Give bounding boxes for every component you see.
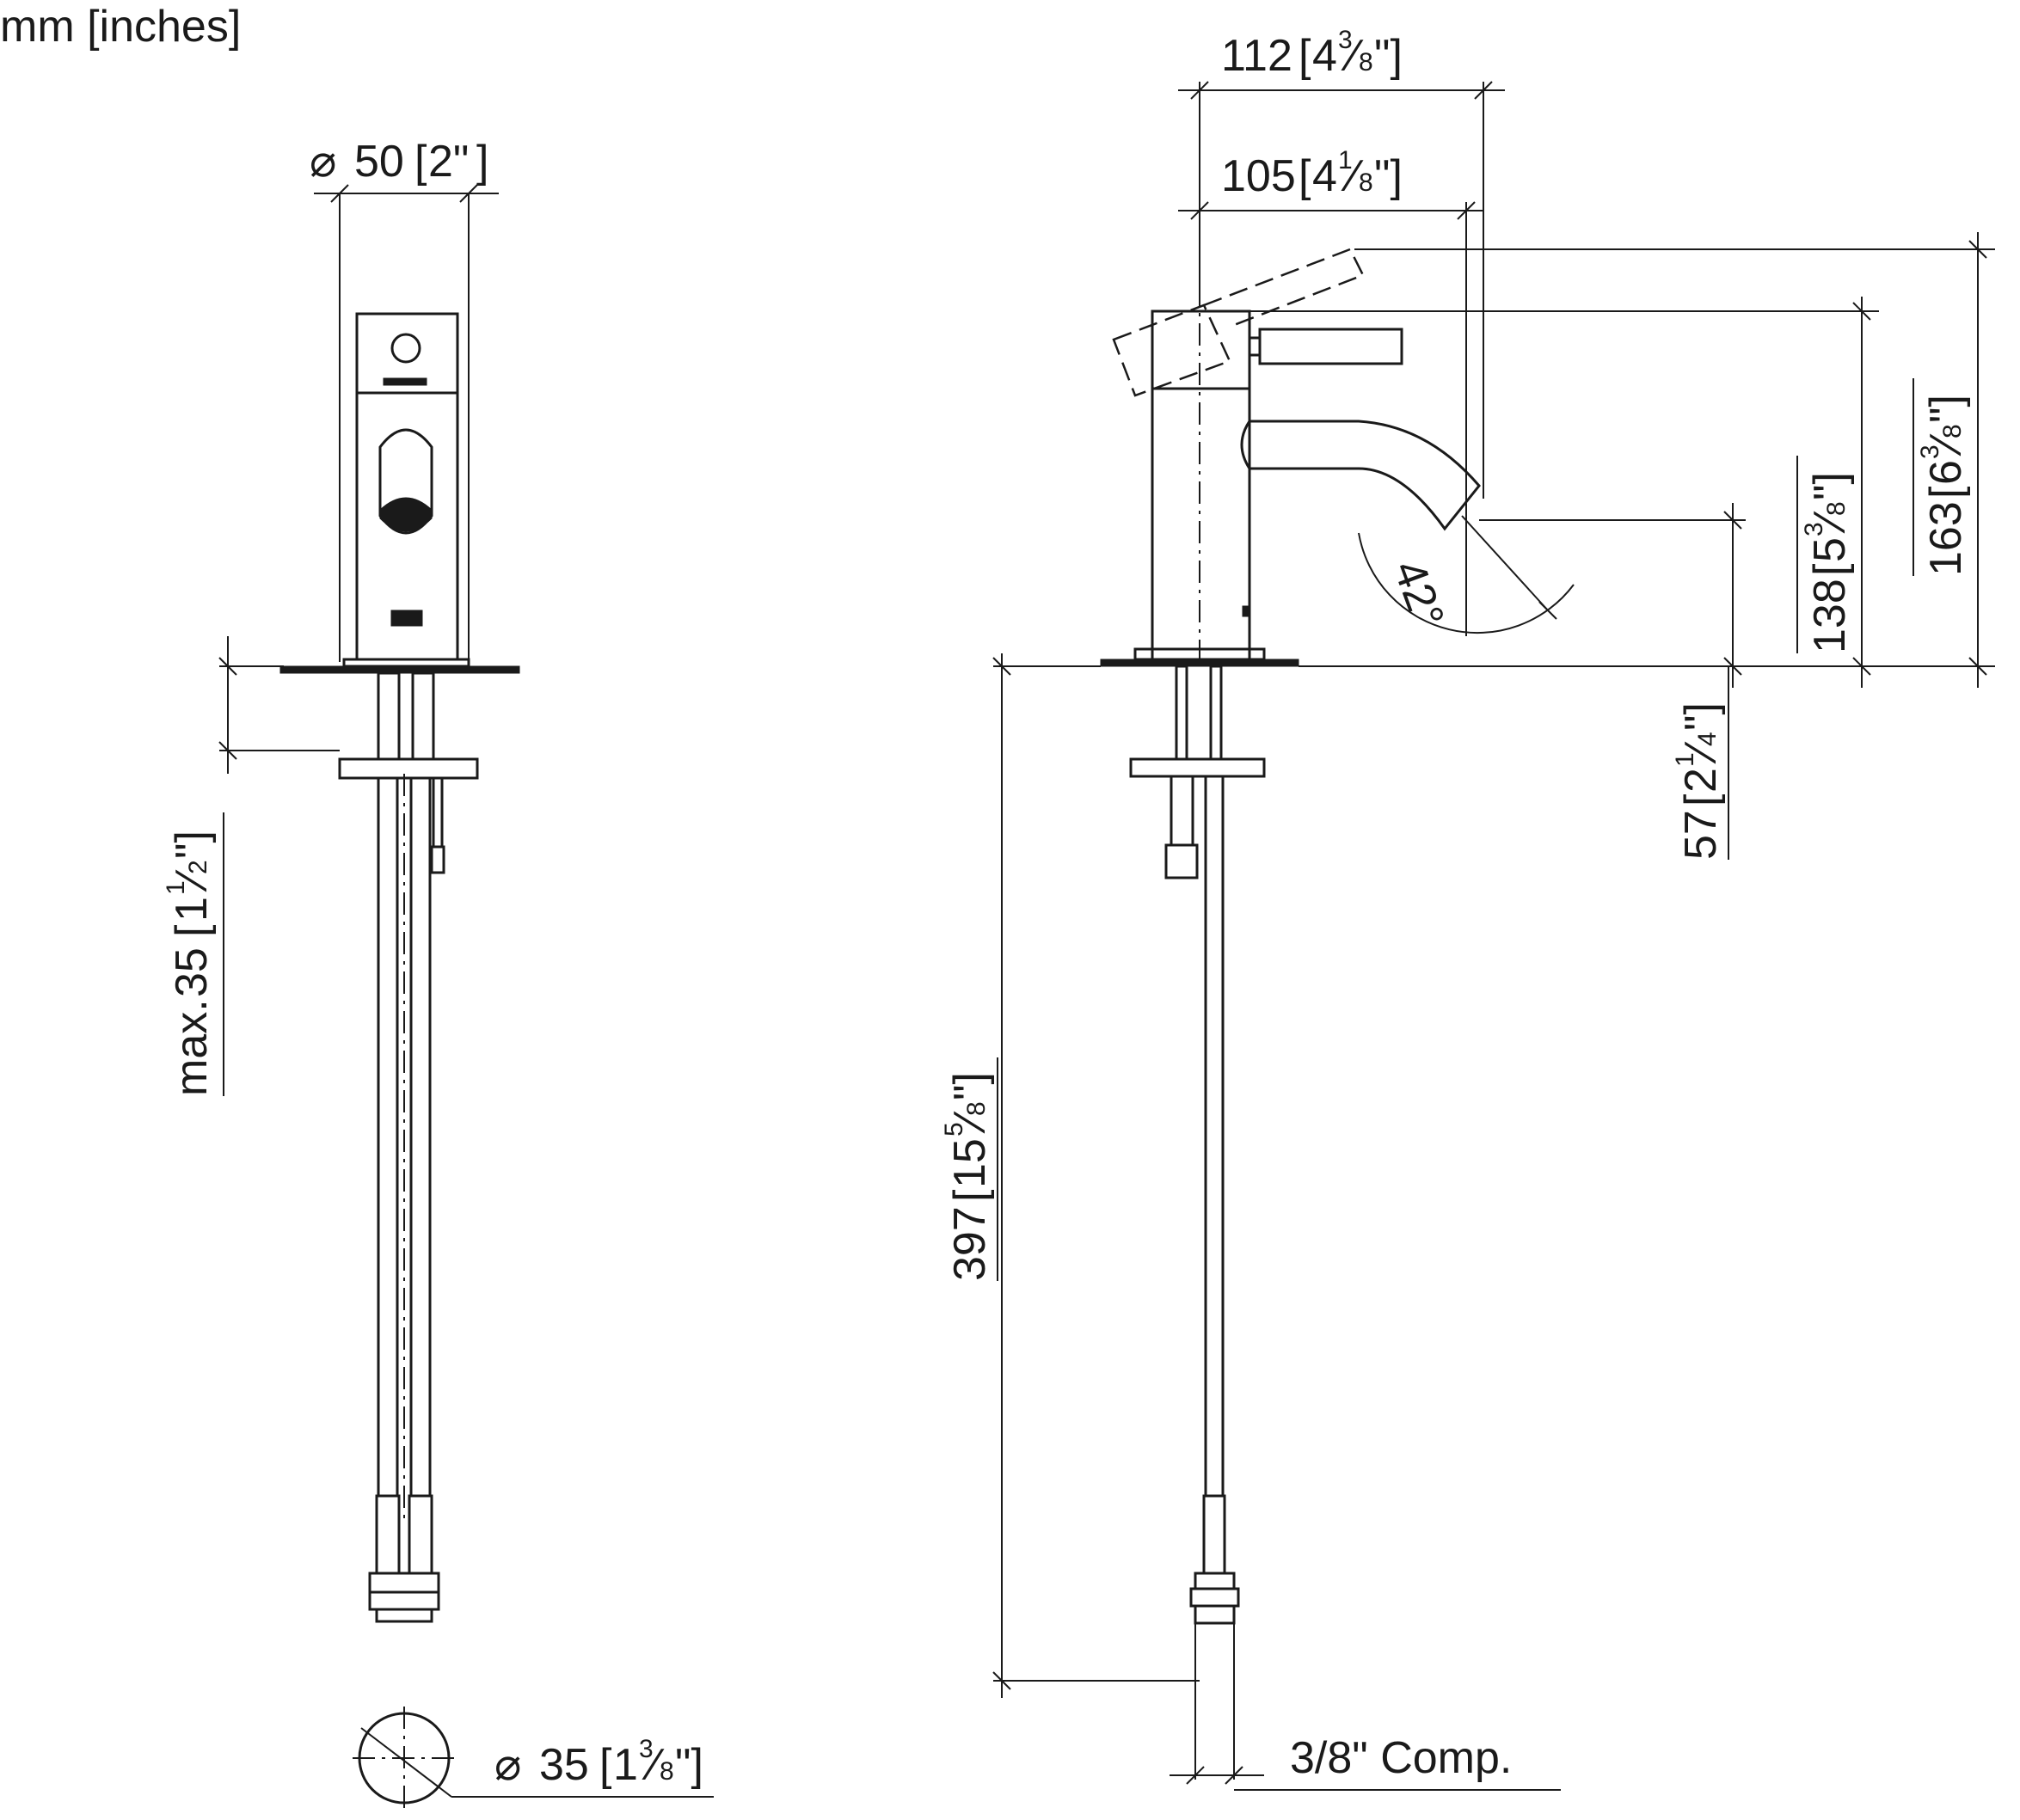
dim-overall-depth: 112 [ 4 3 ⁄ 8 "] bbox=[1178, 26, 1505, 499]
dim-total-height-den: 8 bbox=[1938, 424, 1967, 438]
svg-text:"]: "] bbox=[167, 830, 217, 859]
dim-spout-height-mm: 57 bbox=[1676, 810, 1726, 860]
dim-deck-thickness: max. 35 [ 1 1 ⁄ 2 "] bbox=[162, 636, 340, 1096]
svg-text:"]: "] bbox=[1921, 395, 1971, 423]
dim-hole-diameter-whole: 1 bbox=[613, 1740, 638, 1790]
dim-overall-depth-whole: 4 bbox=[1312, 31, 1337, 81]
dim-overall-depth-num: 3 bbox=[1338, 26, 1353, 54]
dim-body-diameter: ⌀ 50 [ 2" ] bbox=[310, 137, 499, 662]
dim-hole-diameter-mm: 35 bbox=[539, 1740, 589, 1790]
dim-spout-reach: 105 [ 4 1 ⁄ 8 "] bbox=[1178, 146, 1483, 636]
dim-total-height-num: 3 bbox=[1916, 444, 1944, 459]
svg-text:"]: "] bbox=[1374, 151, 1403, 201]
dim-spout-height-whole: 2 bbox=[1676, 768, 1726, 793]
dim-deck-thickness-prefix: max. bbox=[167, 999, 217, 1096]
dim-spout-reach-mm: 105 bbox=[1221, 151, 1296, 201]
front-view bbox=[279, 312, 520, 1814]
dim-lever-height: 138 [ 5 3 ⁄ 8 "] bbox=[1249, 297, 1879, 688]
svg-text:]: ] bbox=[476, 137, 488, 187]
dim-body-diameter-mm: 50 bbox=[354, 137, 404, 187]
dim-hose-length-mm: 397 bbox=[945, 1206, 995, 1281]
dim-lever-height-whole: 5 bbox=[1805, 537, 1855, 562]
dim-connection-label: 3/8" Comp. bbox=[1290, 1733, 1512, 1783]
svg-text:[: [ bbox=[1299, 31, 1311, 81]
dim-lever-height-den: 8 bbox=[1822, 501, 1851, 516]
dim-spout-height-num: 1 bbox=[1671, 752, 1699, 767]
dim-deck-thickness-den: 2 bbox=[184, 860, 212, 874]
dim-deck-thickness-mm: 35 bbox=[167, 947, 217, 997]
dim-deck-thickness-whole: 1 bbox=[167, 897, 217, 922]
svg-text:[: [ bbox=[945, 1189, 995, 1202]
dim-hole-diameter-symbol: ⌀ bbox=[494, 1740, 521, 1790]
svg-text:[: [ bbox=[1805, 563, 1855, 576]
side-view bbox=[1100, 248, 1481, 1780]
dim-overall-depth-den: 8 bbox=[1359, 48, 1373, 77]
dim-hose-length: 397 [ 15 5 ⁄ 8 "] bbox=[940, 653, 1200, 1698]
svg-text:"]: "] bbox=[1374, 31, 1403, 81]
dim-total-height-mm: 163 bbox=[1921, 501, 1971, 576]
svg-text:[: [ bbox=[599, 1740, 612, 1790]
dim-hole-diameter: ⌀ 35 [ 1 3 ⁄ 8 "] bbox=[360, 1727, 714, 1798]
svg-text:[: [ bbox=[1921, 486, 1971, 499]
dim-spout-reach-den: 8 bbox=[1359, 169, 1373, 197]
dim-spout-height: 57 [ 2 1 ⁄ 4 "] bbox=[1479, 503, 1746, 860]
svg-text:"]: "] bbox=[945, 1072, 995, 1100]
svg-text:"]: "] bbox=[1676, 702, 1726, 731]
dim-body-diameter-symbol: ⌀ bbox=[310, 137, 336, 187]
dim-spout-height-den: 4 bbox=[1693, 732, 1722, 746]
dim-total-height-whole: 6 bbox=[1921, 460, 1971, 485]
dim-deck-thickness-num: 1 bbox=[162, 880, 190, 895]
dim-total-height: 163 [ 6 3 ⁄ 8 "] bbox=[1354, 232, 1995, 688]
svg-text:[: [ bbox=[1299, 151, 1311, 201]
dim-body-diameter-inch: 2" bbox=[428, 137, 469, 187]
dim-hole-diameter-den: 8 bbox=[660, 1757, 674, 1786]
dim-lever-height-num: 3 bbox=[1800, 522, 1828, 536]
svg-text:[: [ bbox=[167, 924, 217, 937]
dim-hole-diameter-num: 3 bbox=[639, 1735, 654, 1763]
dim-spout-reach-whole: 4 bbox=[1312, 151, 1337, 201]
dim-hose-length-whole: 15 bbox=[945, 1138, 995, 1188]
dim-hose-length-den: 8 bbox=[962, 1101, 991, 1116]
dim-hose-length-num: 5 bbox=[940, 1122, 968, 1137]
units-label: mm [inches] bbox=[0, 2, 241, 52]
dim-connection: 3/8" Comp. bbox=[1170, 1733, 1561, 1791]
dim-spray-angle-value: 42° bbox=[1384, 554, 1453, 634]
svg-text:[: [ bbox=[414, 137, 427, 187]
svg-text:"]: "] bbox=[1805, 472, 1855, 500]
dim-lever-height-mm: 138 bbox=[1805, 579, 1855, 653]
svg-text:"]: "] bbox=[675, 1740, 703, 1790]
dim-overall-depth-mm: 112 bbox=[1221, 31, 1292, 81]
dim-spout-reach-num: 1 bbox=[1338, 146, 1353, 175]
svg-text:[: [ bbox=[1676, 794, 1726, 806]
